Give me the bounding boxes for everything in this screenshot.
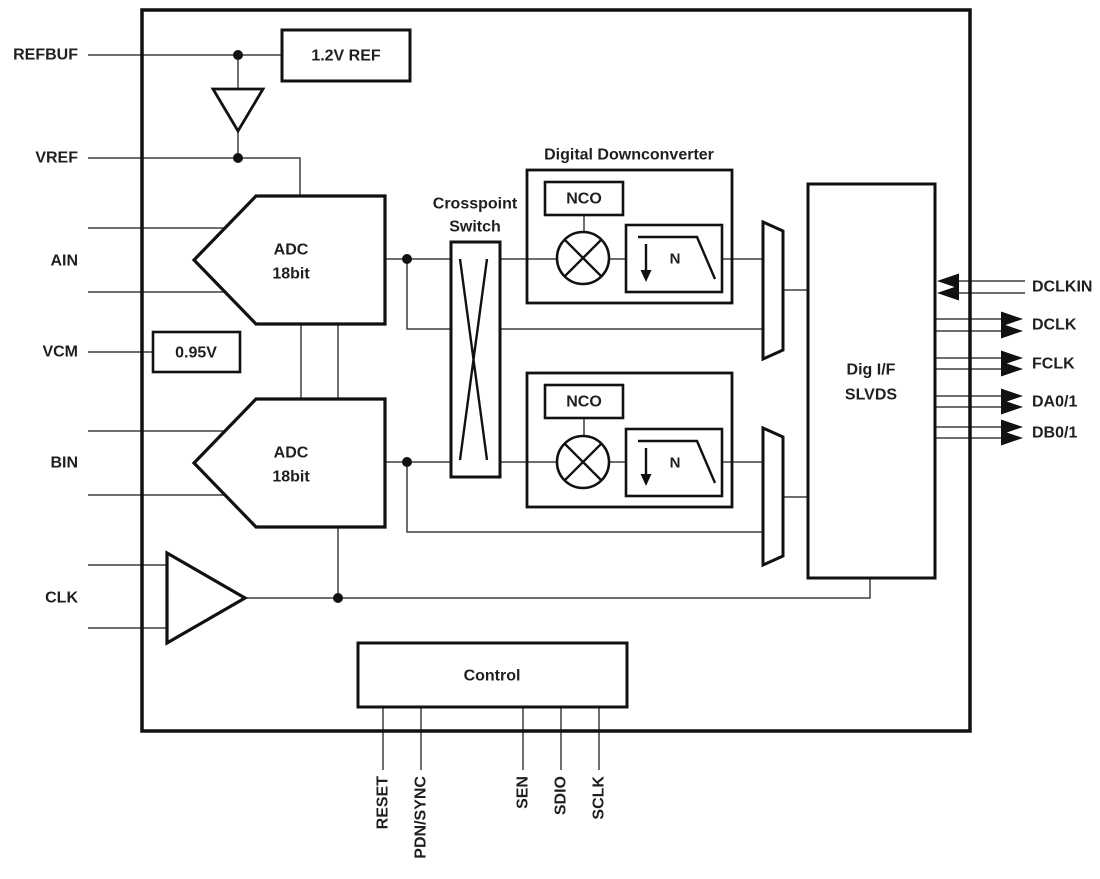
port-label-db01: DB0/1 (1032, 425, 1077, 442)
right-port-labels: DCLKIN DCLK FCLK DA0/1 DB0/1 (1032, 279, 1092, 442)
arrow-right-icon (1001, 350, 1023, 366)
adc-a-label-2: 18bit (272, 266, 310, 283)
arrow-right-icon (1001, 419, 1023, 435)
port-label-dclkin: DCLKIN (1032, 279, 1092, 296)
ref-buffer-icon (210, 87, 266, 134)
junction-dot (402, 457, 412, 467)
ddc-a-box (525, 168, 734, 305)
left-port-labels: REFBUF VREF AIN VCM BIN CLK (13, 47, 78, 607)
crosspoint-x-icon (458, 258, 489, 461)
reference-section: 1.2V REF 0.95V (151, 28, 412, 374)
ref-1v2-label: 1.2V REF (311, 48, 381, 65)
wire-bypass-a (406, 259, 763, 330)
crosspoint-label-2: Switch (449, 219, 501, 236)
downarrow-b-head (640, 474, 652, 486)
junction-dot (233, 50, 243, 60)
ddc-b-block: NCO N (525, 371, 734, 509)
nco-a-box (543, 180, 625, 217)
lowpass-a-icon (638, 235, 717, 280)
nco-b-label: NCO (566, 394, 602, 411)
arrow-left-icon (937, 273, 959, 289)
arrowheads (937, 273, 1023, 446)
control-block: Control (356, 641, 629, 709)
digif-box (806, 182, 937, 580)
decimation-a-label: N (670, 251, 681, 268)
arrow-left-icon (937, 285, 959, 301)
arrow-right-icon (1001, 323, 1023, 339)
port-label-vcm: VCM (42, 344, 78, 361)
arrow-right-icon (1001, 361, 1023, 377)
port-label-da01: DA0/1 (1032, 394, 1077, 411)
digif-block: Dig I/F SLVDS (806, 182, 937, 580)
ddc-a-block: Digital Downconverter NCO N (525, 147, 734, 305)
adc-a-shape (191, 194, 387, 326)
wire-vref (88, 157, 301, 196)
port-label-vref: VREF (35, 150, 78, 167)
nco-a-label: NCO (566, 191, 602, 208)
adc-b-label-2: 18bit (272, 469, 310, 486)
chip-outline (140, 8, 972, 733)
adc-b-label-1: ADC (274, 445, 309, 462)
adc-a-label-1: ADC (274, 242, 309, 259)
downarrow-a-head (640, 270, 652, 282)
port-label-reset: RESET (375, 776, 392, 830)
nco-b-box (543, 383, 625, 420)
ref-1v2-block (280, 28, 412, 83)
crosspoint-box (449, 240, 502, 479)
arrow-right-icon (1001, 388, 1023, 404)
mixer-a-x (563, 238, 603, 278)
port-label-sclk: SCLK (591, 776, 608, 820)
bottom-port-labels: RESET PDN/SYNC SEN SDIO SCLK (375, 776, 608, 859)
crosspoint-switch-block: Crosspoint Switch (433, 196, 518, 479)
port-label-pdn-sync: PDN/SYNC (413, 776, 430, 859)
wires (88, 54, 1025, 770)
mux-a-icon (761, 219, 785, 362)
arrow-right-icon (1001, 399, 1023, 415)
digif-label-1: Dig I/F (847, 362, 896, 379)
port-label-sdio: SDIO (553, 776, 570, 815)
clk-buffer-icon (165, 550, 249, 646)
adc-b-shape (191, 397, 387, 529)
wire-clk-main (245, 578, 871, 599)
port-label-ain: AIN (50, 253, 78, 270)
junction-dot (402, 254, 412, 264)
digif-label-2: SLVDS (845, 387, 897, 404)
mixer-b-x (563, 442, 603, 482)
ddc-title: Digital Downconverter (544, 147, 714, 164)
junction-dots (233, 50, 412, 603)
adc-a-block: ADC 18bit (191, 194, 387, 326)
wire-bypass-b (406, 462, 763, 533)
port-label-dclk: DCLK (1032, 317, 1077, 334)
arrow-right-icon (1001, 430, 1023, 446)
decimation-b-label: N (670, 455, 681, 472)
adc-b-block: ADC 18bit (191, 397, 387, 529)
junction-dot (333, 593, 343, 603)
lowpass-b-icon (638, 439, 717, 484)
port-label-refbuf: REFBUF (13, 47, 78, 64)
port-label-sen: SEN (515, 776, 532, 809)
junction-dot (233, 153, 243, 163)
port-label-fclk: FCLK (1032, 356, 1075, 373)
port-label-clk: CLK (45, 590, 78, 607)
mux-b-icon (761, 425, 785, 568)
vcm-0v95-label: 0.95V (175, 345, 217, 362)
control-label: Control (464, 668, 521, 685)
vcm-0v95-block (151, 330, 242, 374)
control-box (356, 641, 629, 709)
crosspoint-label-1: Crosspoint (433, 196, 518, 213)
port-label-bin: BIN (50, 455, 78, 472)
arrow-right-icon (1001, 311, 1023, 327)
ddc-b-box (525, 371, 734, 509)
